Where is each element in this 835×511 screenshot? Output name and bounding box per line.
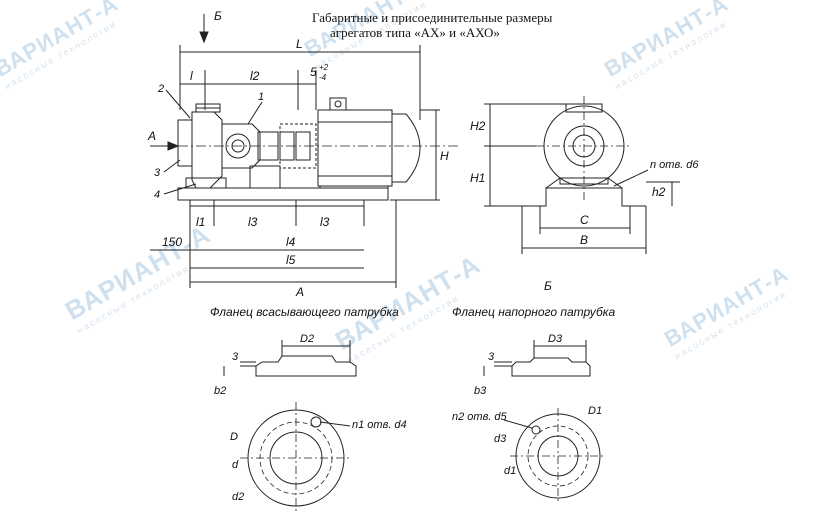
side-view-caption: Б [544,279,552,293]
drawing-title-line1: Габаритные и присоединительные размеры [312,10,553,25]
discharge-flange-section [511,357,591,377]
dim-gap-tol-upper: +2 [319,63,329,72]
dim-L: L [296,37,303,51]
dim-d3: d3 [494,433,507,445]
dim-d2: d2 [232,491,244,503]
terminal-box [329,97,347,111]
dim-D1: D1 [588,405,602,417]
discharge-thk: 3 [488,351,495,363]
dim-l4: l4 [286,235,296,249]
base-frame [177,187,389,201]
dim-D3: D3 [548,333,563,345]
dim-b2: b2 [214,385,226,397]
dim-l3-b: l3 [320,215,330,229]
coupling-half-2 [295,131,311,161]
view-marker-b: Б [214,9,222,23]
dim-l2: l2 [250,69,260,83]
callout-4: 4 [154,189,160,201]
dim-l5: l5 [286,253,296,267]
callout-1: 1 [258,91,264,103]
dim-d1: d1 [504,465,516,477]
motor-fan-cover [392,113,421,183]
discharge-flange-view: Фланец напорного патрубка D3 3 b3 n2 отв… [452,305,615,504]
dim-d: d [232,459,239,471]
dim-l: l [190,69,193,83]
callout-3: 3 [154,167,161,179]
discharge-bolt-hole [531,425,541,435]
suction-flange-view: Фланец всасывающего патрубка D2 3 b2 n1 … [210,305,407,511]
base-plate-side [522,187,646,207]
discharge-holes-label: n2 отв. d5 [452,411,508,423]
dim-A: A [295,285,304,299]
dim-l3-a: l3 [248,215,258,229]
dim-D2: D2 [300,333,314,345]
motor-body [317,109,393,187]
side-view: H2 H1 n отв. d6 h2 C B Б [470,96,699,293]
callout-2: 2 [157,83,164,95]
side-holes-label: n отв. d6 [650,159,699,171]
dim-H2: H2 [470,119,486,133]
suction-bolt-hole [310,416,322,428]
suction-flange-section [255,355,357,377]
suction-thk: 3 [232,351,239,363]
suction-flange-side [177,119,193,167]
discharge-flange-caption: Фланец напорного патрубка [452,305,615,319]
pump-volute [191,111,223,189]
dim-gap-tol-lower: -4 [319,73,327,82]
dim-H: H [440,149,449,163]
main-view: Б L l l2 5 +2 -4 [147,9,460,299]
dim-gap: 5 [310,65,317,79]
view-arrow-head [199,31,209,44]
dim-l1: l1 [196,215,205,229]
dim-h2: h2 [652,185,666,199]
dim-D: D [230,431,238,443]
suction-flange-caption: Фланец всасывающего патрубка [210,305,399,319]
dim-H1: H1 [470,171,485,185]
dim-b3: b3 [474,385,487,397]
arrow-a-label: А [147,129,156,143]
dim-offset-150: 150 [162,235,182,249]
dim-C: C [580,213,589,227]
suction-holes-label: n1 отв. d4 [352,419,407,431]
dim-B: B [580,233,588,247]
drawing-title-line2: агрегатов типа «АХ» и «АХО» [330,25,500,40]
